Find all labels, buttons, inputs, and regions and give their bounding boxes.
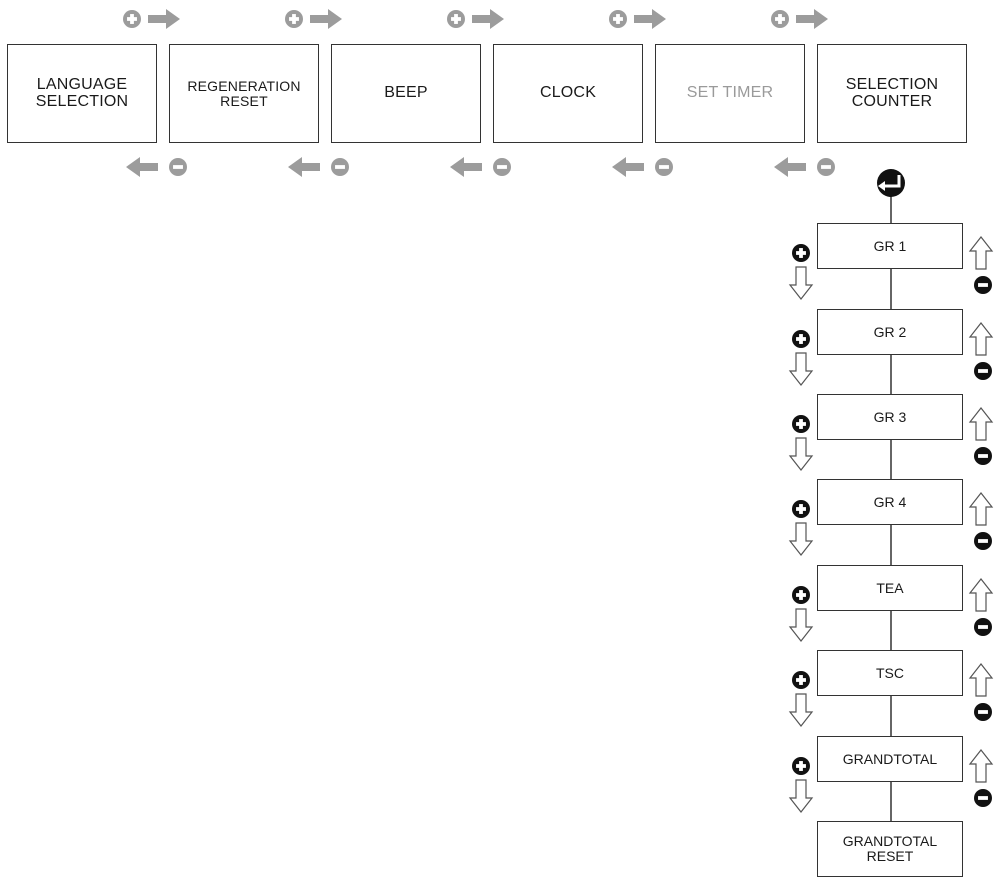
arrow-right-icon [796,9,828,29]
plus-icon [285,10,303,28]
menu-label: LANGUAGE SELECTION [35,75,129,110]
plus-icon [792,500,810,518]
submenu-label: TSC [876,664,904,681]
arrow-up-icon [968,663,994,697]
enter-icon [877,169,905,197]
plus-icon [447,10,465,28]
arrow-left-icon [288,157,320,177]
arrow-down-icon [788,693,814,727]
arrow-right-icon [472,9,504,29]
plus-icon [792,244,810,262]
plus-icon [792,415,810,433]
arrow-down-icon [788,608,814,642]
submenu-box-grandtotal[interactable]: GRANDTOTAL [817,736,963,782]
arrow-up-icon [968,749,994,783]
minus-icon [655,158,673,176]
submenu-box-tsc[interactable]: TSC [817,650,963,696]
submenu-label: GR 2 [873,323,907,340]
submenu-box-gr-1[interactable]: GR 1 [817,223,963,269]
submenu-box-gr-4[interactable]: GR 4 [817,479,963,525]
menu-label: SELECTION COUNTER [845,75,939,110]
arrow-up-icon [968,492,994,526]
arrow-down-icon [788,352,814,386]
menu-label: SET TIMER [686,84,774,102]
minus-icon [974,789,992,807]
minus-icon [974,532,992,550]
arrow-up-icon [968,322,994,356]
minus-icon [169,158,187,176]
minus-icon [974,618,992,636]
plus-icon [123,10,141,28]
arrow-left-icon [450,157,482,177]
plus-icon [792,671,810,689]
arrow-down-icon [788,522,814,556]
plus-icon [609,10,627,28]
plus-icon [771,10,789,28]
menu-label: CLOCK [539,84,597,102]
arrow-left-icon [612,157,644,177]
arrow-up-icon [968,407,994,441]
arrow-down-icon [788,266,814,300]
arrow-up-icon [968,578,994,612]
menu-label: REGENERATION RESET [187,77,301,109]
minus-icon [493,158,511,176]
minus-icon [974,447,992,465]
minus-icon [974,703,992,721]
plus-icon [792,757,810,775]
submenu-label: GRANDTOTAL [842,750,938,767]
submenu-label: TEA [876,579,904,596]
submenu-label: GRANDTOTAL RESET [842,833,938,864]
arrow-down-icon [788,779,814,813]
submenu-label: GR 3 [873,408,907,425]
menu-label: BEEP [384,84,428,102]
arrow-right-icon [148,9,180,29]
arrow-left-icon [126,157,158,177]
arrow-up-icon [968,236,994,270]
minus-icon [974,276,992,294]
submenu-box-grandtotal-reset[interactable]: GRANDTOTAL RESET [817,821,963,877]
menu-box-beep[interactable]: BEEP [331,44,481,143]
arrow-down-icon [788,437,814,471]
menu-box-regeneration-reset[interactable]: REGENERATION RESET [169,44,319,143]
minus-icon [817,158,835,176]
plus-icon [792,586,810,604]
submenu-label: GR 4 [873,493,907,510]
arrow-right-icon [310,9,342,29]
submenu-box-gr-3[interactable]: GR 3 [817,394,963,440]
minus-icon [331,158,349,176]
menu-box-set-timer[interactable]: SET TIMER [655,44,805,143]
submenu-box-gr-2[interactable]: GR 2 [817,309,963,355]
menu-box-language-selection[interactable]: LANGUAGE SELECTION [7,44,157,143]
submenu-box-tea[interactable]: TEA [817,565,963,611]
plus-icon [792,330,810,348]
minus-icon [974,362,992,380]
arrow-left-icon [774,157,806,177]
arrow-right-icon [634,9,666,29]
menu-box-selection-counter[interactable]: SELECTION COUNTER [817,44,967,143]
submenu-label: GR 1 [873,237,907,254]
menu-box-clock[interactable]: CLOCK [493,44,643,143]
